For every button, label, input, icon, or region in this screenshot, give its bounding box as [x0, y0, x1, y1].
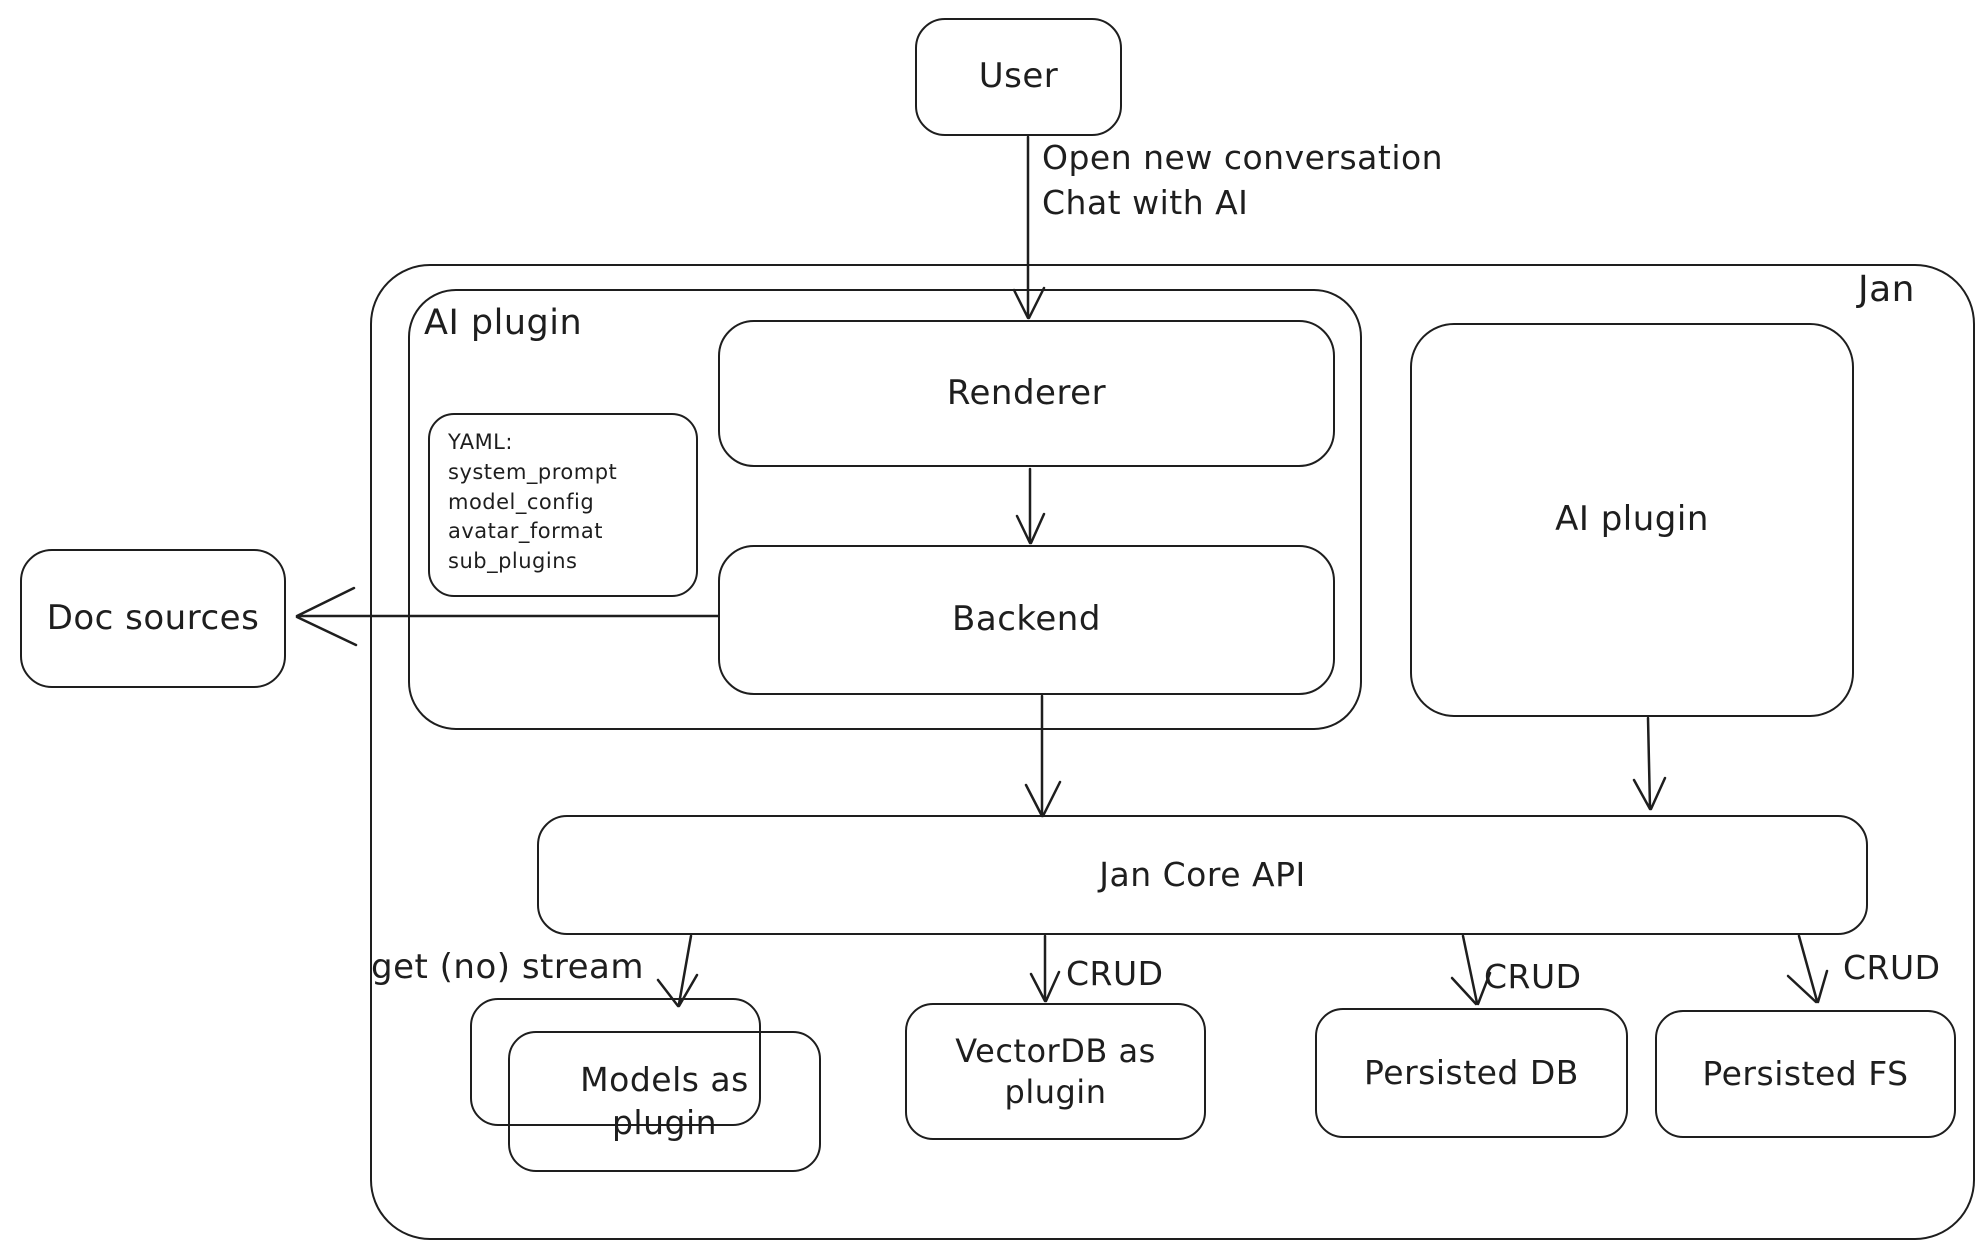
node-user-label: User: [978, 56, 1059, 97]
node-doc-sources: Doc sources: [20, 549, 286, 688]
node-models-plugin-label: Models as plugin: [580, 1060, 749, 1142]
edge-label-get-no-stream: get (no) stream: [371, 947, 644, 987]
node-ai-plugin-label: AI plugin: [1555, 499, 1709, 540]
node-persisted-db-label: Persisted DB: [1364, 1052, 1579, 1092]
node-doc-sources-label: Doc sources: [46, 597, 260, 638]
node-jan-core-api: Jan Core API: [537, 815, 1868, 935]
node-yaml-note: YAML: system_prompt model_config avatar_…: [428, 413, 698, 597]
node-models-plugin-back-card: [470, 998, 761, 1126]
yaml-note-text: YAML: system_prompt model_config avatar_…: [448, 430, 618, 574]
node-models-plugin: Models as plugin: [508, 1031, 821, 1172]
ai-plugin-container-box: [408, 289, 1362, 730]
node-persisted-fs: Persisted FS: [1655, 1010, 1956, 1138]
node-user: User: [915, 18, 1122, 136]
node-backend-label: Backend: [952, 599, 1101, 640]
jan-container-box: [370, 264, 1975, 1240]
node-backend: Backend: [718, 545, 1335, 695]
node-persisted-db: Persisted DB: [1315, 1008, 1628, 1138]
node-ai-plugin: AI plugin: [1410, 323, 1854, 717]
node-renderer: Renderer: [718, 320, 1335, 467]
node-vectordb-plugin: VectorDB as plugin: [905, 1003, 1206, 1140]
jan-container-label: Jan: [1858, 269, 1915, 310]
ai-plugin-container-label: AI plugin: [424, 303, 583, 343]
node-jan-core-api-label: Jan Core API: [1099, 854, 1306, 894]
edge-label-crud-vectordb: CRUD: [1066, 954, 1164, 993]
node-vectordb-plugin-label: VectorDB as plugin: [955, 1031, 1156, 1111]
node-renderer-label: Renderer: [946, 372, 1107, 413]
edge-label-open-conversation: Open new conversation Chat with AI: [1042, 138, 1444, 222]
node-persisted-fs-label: Persisted FS: [1702, 1053, 1909, 1093]
edge-label-crud-persisted-db: CRUD: [1484, 957, 1582, 996]
edge-label-crud-persisted-fs: CRUD: [1843, 948, 1941, 987]
